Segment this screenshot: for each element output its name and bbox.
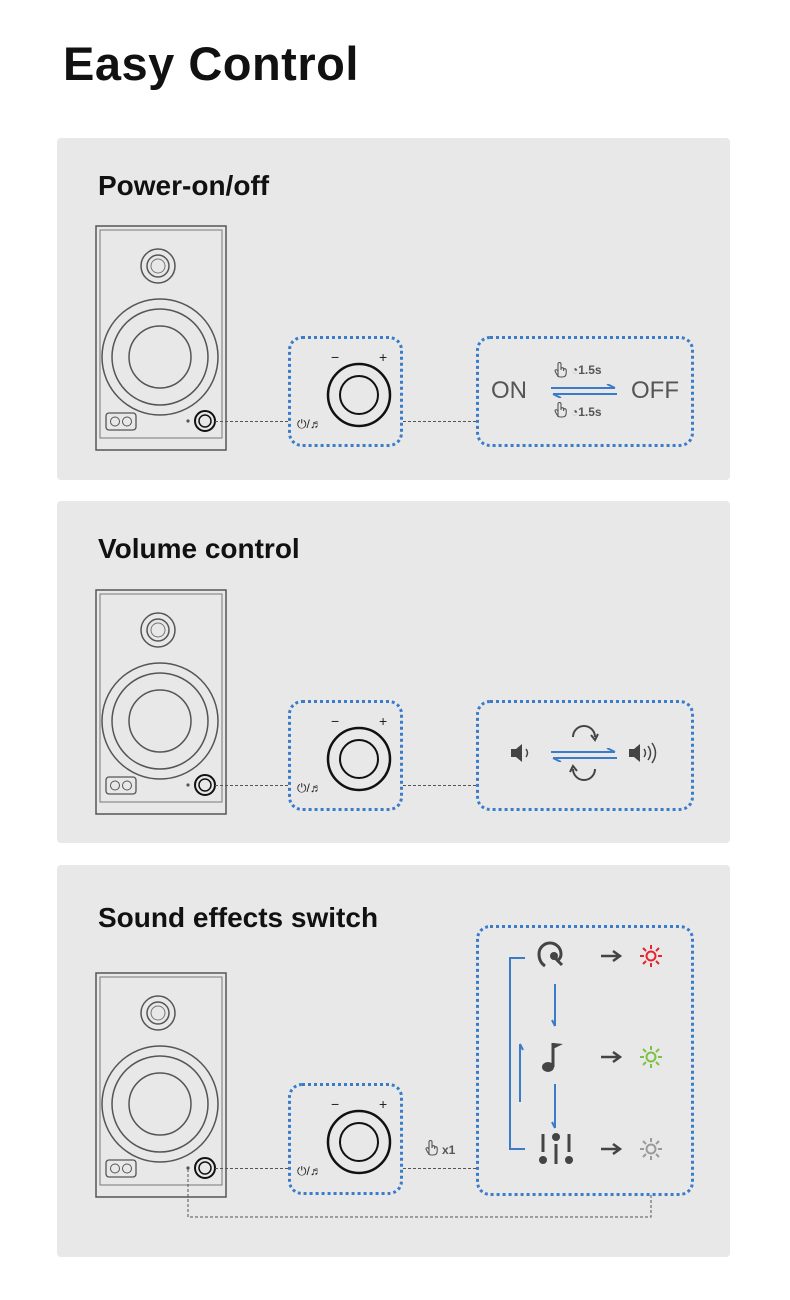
led-connector-line [187, 1169, 652, 1218]
connector-line [403, 421, 476, 422]
connector-line [403, 1168, 476, 1169]
hold-time-bottom: ◔1.5s [571, 405, 602, 419]
plus-label: + [379, 349, 388, 365]
plus-label: + [379, 713, 388, 729]
led-green-icon [639, 1045, 663, 1069]
on-label: ON [491, 377, 527, 404]
rotate-clockwise-icon [572, 725, 599, 742]
section-heading: Power-on/off [98, 170, 270, 201]
speaker-illustration [95, 589, 227, 815]
sound-modes-box [476, 925, 694, 1196]
knob-detail-box: − + ⏻/♬ [288, 336, 403, 447]
arrow-right-icon [601, 1143, 623, 1155]
knob-detail-box: − + ⏻/♬ [288, 700, 403, 811]
minus-label: − [331, 1096, 340, 1112]
connector-line [215, 1168, 288, 1169]
arrow-right-icon [601, 950, 623, 962]
power-music-icon: ⏻/♬ [297, 417, 322, 431]
equalizer-icon [539, 1133, 573, 1164]
knob-icon[interactable] [324, 724, 394, 794]
section-heading: Sound effects switch [98, 902, 379, 933]
press-count-label: x1 [442, 1143, 456, 1157]
volume-box [476, 700, 694, 811]
connector-line [403, 785, 476, 786]
power-section: Power-on/off − + ⏻/♬ ON OFF ◔1.5s ◔1.5s [57, 138, 730, 480]
volume-high-icon [629, 742, 657, 764]
on-off-box: ON OFF ◔1.5s ◔1.5s [476, 336, 694, 447]
volume-section: Volume control − + ⏻/♬ [57, 501, 730, 843]
sound-effects-section: Sound effects switch − + ⏻/♬ x1 [57, 865, 730, 1257]
speaker-illustration [95, 225, 227, 451]
knob-detail-box: − + ⏻/♬ [288, 1083, 403, 1195]
led-white-icon [639, 1137, 663, 1161]
hand-press-icon [553, 401, 569, 419]
minus-label: − [331, 349, 340, 365]
cycle-arrows-icon [509, 957, 556, 1150]
plus-label: + [379, 1096, 388, 1112]
off-label: OFF [631, 377, 679, 404]
arrow-right-icon [601, 1051, 623, 1063]
ear-icon [537, 941, 564, 968]
hold-time-top: ◔1.5s [571, 363, 602, 377]
volume-low-icon [511, 744, 529, 762]
music-note-icon [542, 1043, 563, 1072]
section-heading: Volume control [98, 533, 300, 564]
power-music-icon: ⏻/♬ [297, 1164, 322, 1178]
volume-arrows-icon [551, 748, 617, 762]
led-red-icon [639, 944, 663, 968]
power-music-icon: ⏻/♬ [297, 781, 322, 795]
connector-line [215, 421, 288, 422]
knob-icon[interactable] [324, 360, 394, 430]
hold-time-value: 1.5s [578, 405, 602, 419]
connector-line [215, 785, 288, 786]
toggle-arrows-icon [551, 384, 617, 398]
rotate-counterclockwise-icon [569, 764, 596, 781]
minus-label: − [331, 713, 340, 729]
hold-time-value: 1.5s [578, 363, 602, 377]
page-title: Easy Control [63, 37, 359, 90]
hand-press-icon [424, 1139, 440, 1157]
hand-press-icon [553, 361, 569, 379]
